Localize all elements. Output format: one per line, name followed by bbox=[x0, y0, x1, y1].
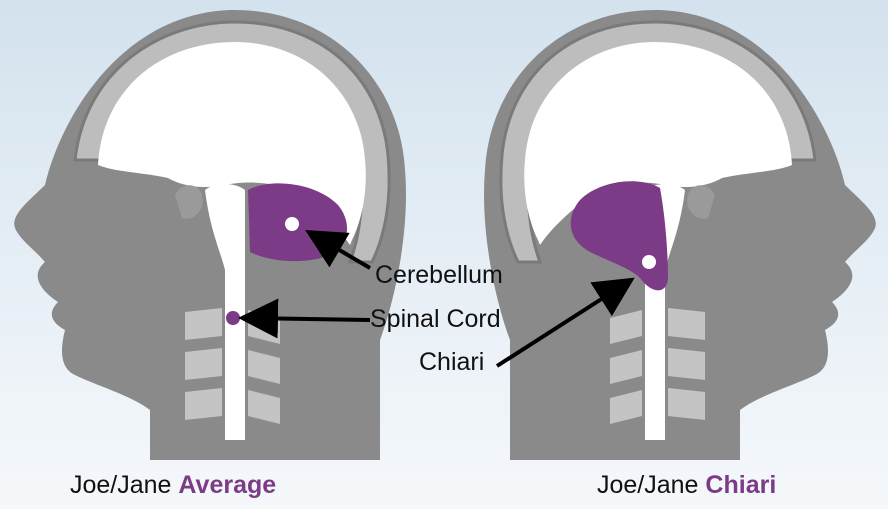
left-caption-emphasis: Average bbox=[178, 471, 276, 499]
right-caption-emphasis: Chiari bbox=[705, 471, 776, 499]
left-spinal-cord-dot bbox=[226, 311, 240, 325]
left-caption-prefix: Joe/Jane bbox=[70, 471, 178, 499]
right-caption: Joe/Jane Chiari bbox=[597, 473, 776, 498]
spinal-cord-label: Spinal Cord bbox=[370, 307, 501, 332]
left-cerebellum-dot bbox=[285, 217, 299, 231]
chiari-label: Chiari bbox=[419, 350, 484, 375]
right-head bbox=[484, 10, 876, 460]
right-caption-prefix: Joe/Jane bbox=[597, 471, 705, 499]
right-chiari-dot bbox=[642, 255, 656, 269]
spinal-cord-arrow bbox=[246, 318, 370, 320]
left-caption: Joe/Jane Average bbox=[70, 473, 276, 498]
cerebellum-label: Cerebellum bbox=[375, 263, 503, 288]
left-head bbox=[14, 10, 406, 460]
